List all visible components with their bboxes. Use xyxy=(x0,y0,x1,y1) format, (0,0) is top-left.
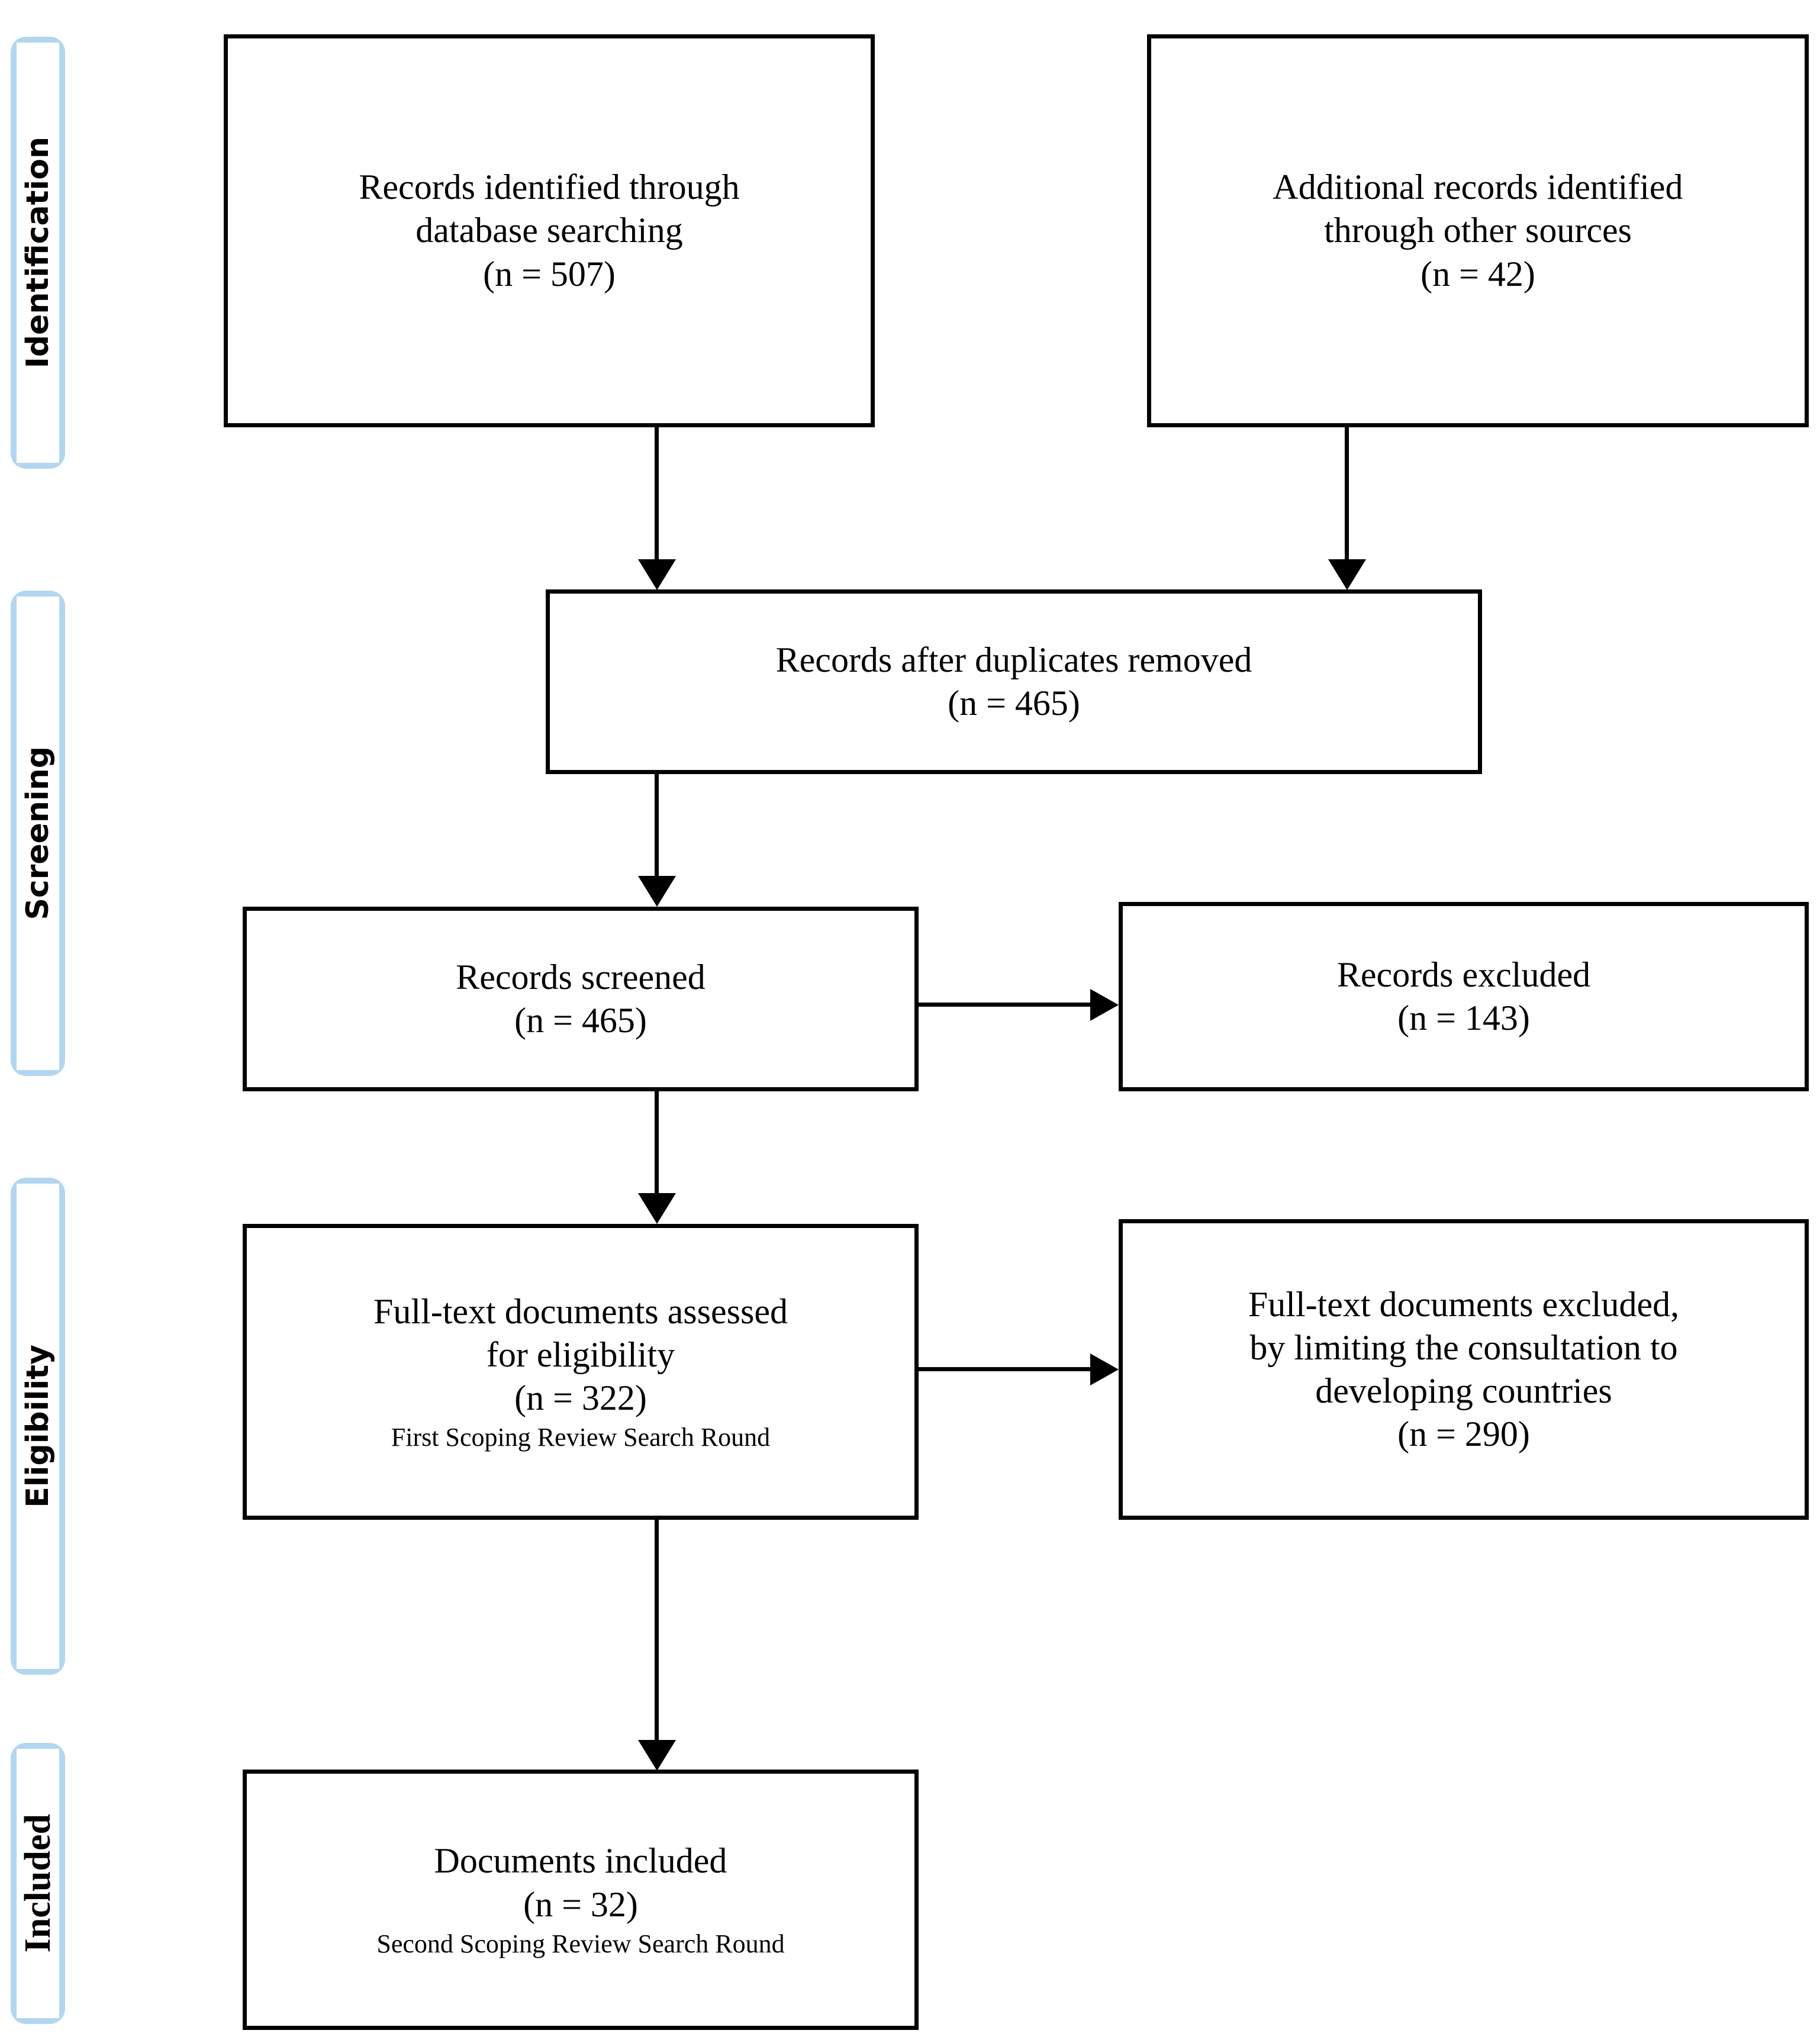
arrowhead-database-to-duplicates xyxy=(638,559,676,590)
connector-other-sources-to-duplicates xyxy=(1345,427,1349,569)
box-database-search-line2: database searching xyxy=(415,211,683,250)
box-records-excluded-count: (n = 143) xyxy=(1397,998,1530,1037)
arrowhead-screened-to-fulltext xyxy=(638,1193,676,1224)
stage-tab-included-inner: Included xyxy=(17,1749,59,2018)
box-other-sources-line1: Additional records identified xyxy=(1273,167,1683,207)
connector-assessed-to-fulltext-excluded xyxy=(919,1367,1094,1371)
connector-database-to-duplicates xyxy=(655,427,659,569)
box-records-screened-line1: Records screened xyxy=(456,957,706,997)
stage-label-included: Included xyxy=(18,1814,58,1953)
box-fulltext-assessed-line1: Full-text documents assessed xyxy=(373,1291,788,1331)
box-records-screened-count: (n = 465) xyxy=(514,1001,647,1040)
box-records-excluded: Records excluded (n = 143) xyxy=(1119,902,1809,1091)
box-documents-included-note: Second Scoping Review Search Round xyxy=(376,1929,785,1958)
box-duplicates-removed-count: (n = 465) xyxy=(948,684,1080,723)
stage-tab-screening: Screening xyxy=(11,591,65,1076)
box-fulltext-assessed-count: (n = 322) xyxy=(514,1378,647,1418)
box-other-sources-line2: through other sources xyxy=(1324,211,1632,250)
box-other-sources-count: (n = 42) xyxy=(1420,254,1535,294)
box-fulltext-documents-excluded: Full-text documents excluded, by limitin… xyxy=(1119,1219,1809,1520)
connector-duplicates-to-screened xyxy=(655,774,659,902)
stage-tab-included: Included xyxy=(11,1743,65,2024)
stage-tab-eligibility-inner: Eligibility xyxy=(17,1184,59,1669)
stage-tab-identification: Identification xyxy=(11,37,65,469)
arrowhead-duplicates-to-screened xyxy=(638,876,676,907)
connector-assessed-to-included xyxy=(655,1520,659,1751)
box-fulltext-excluded-line2: by limiting the consultation to xyxy=(1249,1327,1678,1367)
stage-tab-eligibility: Eligibility xyxy=(11,1178,65,1675)
stage-label-screening: Screening xyxy=(20,746,56,920)
box-fulltext-excluded-count: (n = 290) xyxy=(1397,1414,1530,1454)
box-records-after-duplicates-removed: Records after duplicates removed (n = 46… xyxy=(546,589,1482,774)
box-documents-included-line1: Documents included xyxy=(434,1841,727,1881)
box-documents-included-count: (n = 32) xyxy=(523,1884,638,1924)
box-fulltext-excluded-line1: Full-text documents excluded, xyxy=(1248,1284,1680,1324)
box-records-identified-database: Records identified through database sear… xyxy=(224,34,875,427)
box-fulltext-assessed-for-eligibility: Full-text documents assessed for eligibi… xyxy=(243,1224,919,1520)
arrowhead-assessed-to-fulltext-excluded xyxy=(1090,1353,1119,1385)
box-additional-records-other-sources: Additional records identified through ot… xyxy=(1147,34,1809,427)
box-documents-included: Documents included (n = 32) Second Scopi… xyxy=(243,1770,919,2030)
box-fulltext-assessed-note: First Scoping Review Search Round xyxy=(391,1423,771,1452)
stage-tab-identification-inner: Identification xyxy=(17,43,59,463)
box-fulltext-excluded-line3: developing countries xyxy=(1315,1371,1612,1410)
box-records-excluded-line1: Records excluded xyxy=(1336,955,1591,994)
stage-label-identification: Identification xyxy=(20,137,56,369)
box-fulltext-assessed-line2: for eligibility xyxy=(486,1335,675,1374)
connector-screened-to-excluded xyxy=(919,1003,1094,1007)
box-database-search-count: (n = 507) xyxy=(483,254,616,294)
arrowhead-assessed-to-included xyxy=(638,1740,676,1771)
box-database-search-line1: Records identified through xyxy=(359,167,740,207)
stage-tab-screening-inner: Screening xyxy=(17,597,59,1070)
arrowhead-screened-to-excluded xyxy=(1090,989,1119,1021)
stage-label-eligibility: Eligibility xyxy=(20,1345,56,1508)
arrowhead-other-sources-to-duplicates xyxy=(1328,559,1366,590)
box-records-screened: Records screened (n = 465) xyxy=(243,907,919,1091)
connector-screened-to-fulltext xyxy=(655,1091,659,1219)
box-duplicates-removed-line1: Records after duplicates removed xyxy=(775,640,1252,679)
